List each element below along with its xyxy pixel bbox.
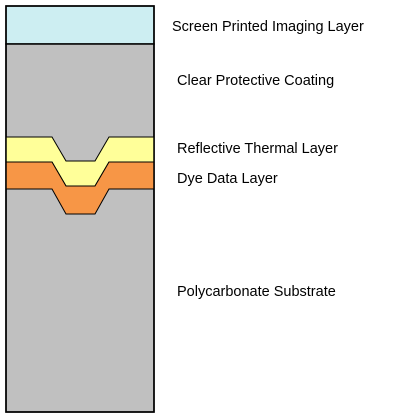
reflective-thermal-layer-label: Reflective Thermal Layer (177, 141, 338, 157)
polycarbonate-substrate-label: Polycarbonate Substrate (177, 284, 336, 300)
protective-coating-shape (5, 43, 155, 413)
dye-data-layer-label: Dye Data Layer (177, 171, 278, 187)
imaging-layer-label: Screen Printed Imaging Layer (172, 19, 364, 35)
imaging-layer-shape (5, 5, 155, 45)
cross-section-outline (5, 5, 155, 413)
protective-coating-label: Clear Protective Coating (177, 73, 335, 89)
